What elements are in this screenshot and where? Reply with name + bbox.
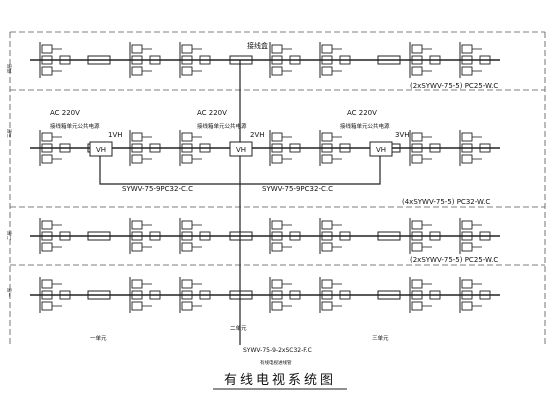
vh-number-3: 3VH: [395, 131, 410, 139]
power-note-2: 接线箱单元公共电源: [197, 122, 247, 130]
floor-grid: [9, 31, 546, 346]
floor-label-2: 二层: [7, 231, 13, 240]
power-label-3: AC 220V: [347, 109, 377, 117]
power-note-3: 接线箱单元公共电源: [340, 122, 390, 130]
diagram-title: 有线电视系统图: [224, 373, 336, 388]
floor-label-4: 四层: [7, 64, 13, 73]
unit-label-3: 三单元: [372, 334, 389, 342]
row-cable-label-1: (2xSYWV-75-5) PC25-W.C: [410, 82, 498, 90]
vh-number-1: 1VH: [108, 131, 123, 139]
top-junction-label: 接线盒: [247, 41, 268, 50]
power-label-1: AC 220V: [50, 109, 80, 117]
floor-label-1: 一层: [7, 288, 13, 297]
main-cable-label: SYWV-75-9-2xSC32-F.C: [243, 347, 312, 354]
riser-label-2: SYWV-75-9PC32-C.C: [262, 185, 333, 193]
vh-number-2: 2VH: [250, 131, 265, 139]
vh-box-1-label: VH: [96, 146, 106, 154]
vh-box-2-label: VH: [236, 146, 246, 154]
riser-label-1: SYWV-75-9PC32-C.C: [122, 185, 193, 193]
main-cable-note: 有线电视进线管: [260, 359, 292, 366]
vh-box-1: VH: [89, 141, 113, 157]
unit-label-2: 二单元: [230, 324, 247, 332]
row-cable-label-2: (4xSYWV-75-5) PC32-W.C: [402, 198, 490, 206]
unit-label-1: 一单元: [90, 334, 107, 342]
power-label-2: AC 220V: [197, 109, 227, 117]
vh-box-3-label: VH: [376, 146, 386, 154]
vh-box-3: VH: [369, 141, 393, 157]
power-note-1: 接线箱单元公共电源: [50, 122, 100, 130]
floor-label-3: 三层: [7, 129, 13, 138]
vh-box-2: VH: [229, 141, 253, 157]
row-cable-label-3: (2xSYWV-75-5) PC25-W.C: [410, 256, 498, 264]
